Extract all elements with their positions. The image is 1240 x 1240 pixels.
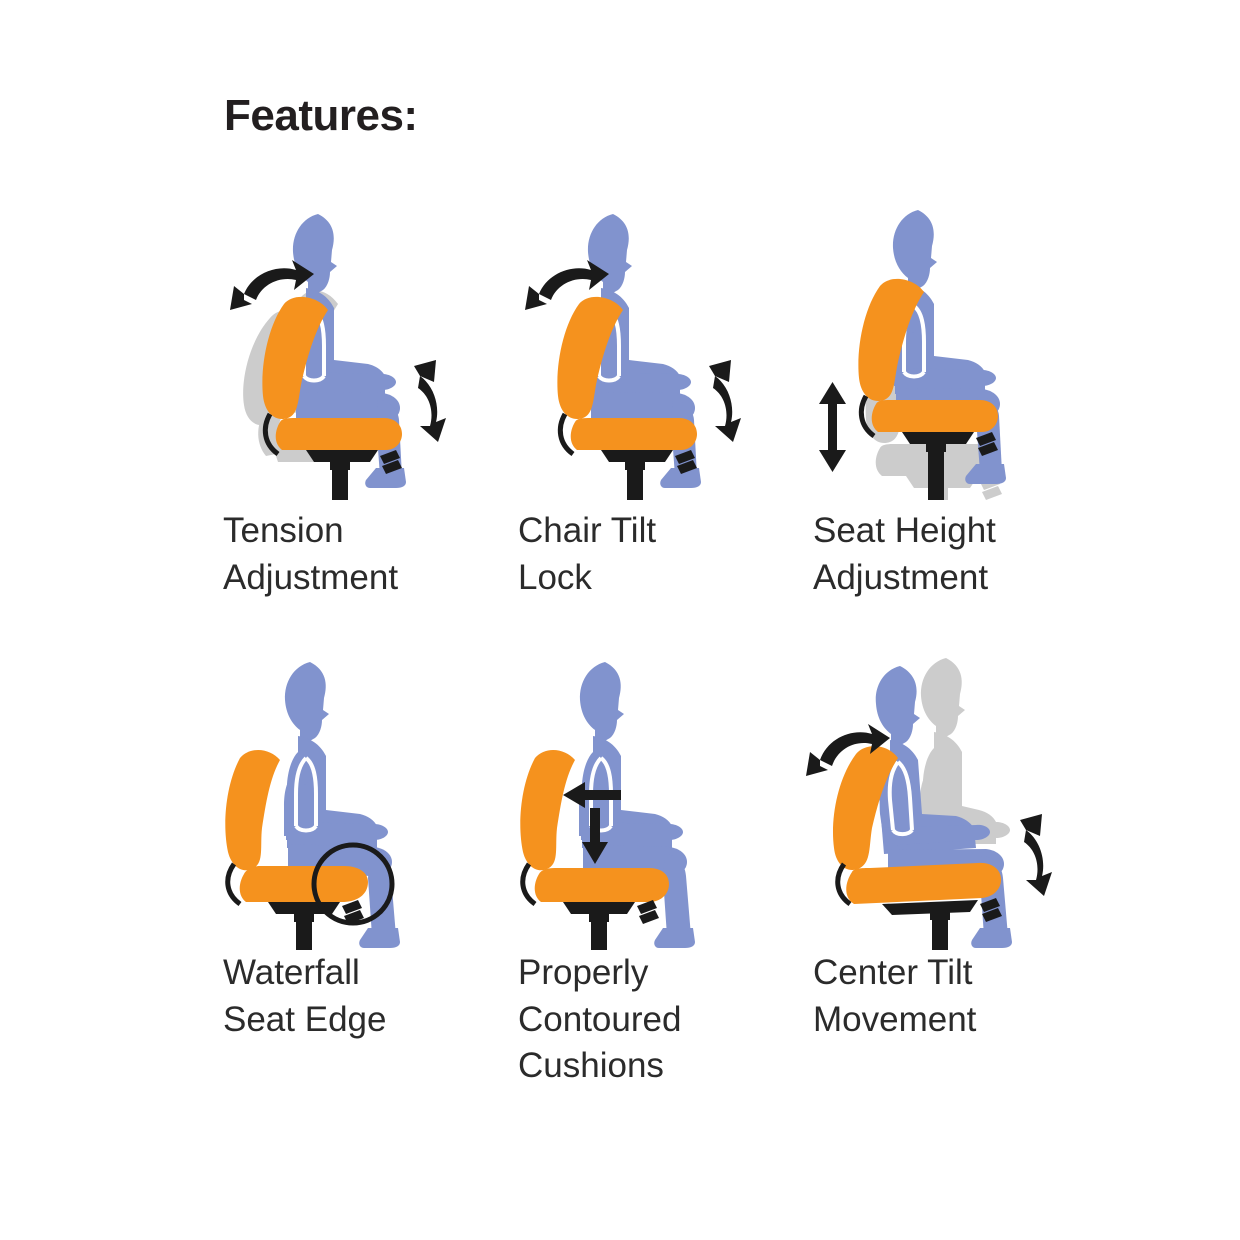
backrest-support	[835, 862, 852, 907]
chair-backrest	[520, 749, 575, 871]
feature-item-seat-height-adjustment: Seat Height Adjustment	[800, 200, 1095, 650]
chair-center-tilt-icon	[800, 650, 1080, 950]
chair-backrest	[858, 278, 924, 402]
chair-tilt-lock-icon	[505, 200, 785, 500]
chair-column	[882, 898, 1002, 950]
feature-label: Seat Height Adjustment	[813, 511, 996, 597]
curved-double-arrow-backrest-icon	[525, 260, 609, 310]
chair-seat	[871, 400, 998, 432]
chair-seat	[846, 862, 1002, 904]
chair-seat	[534, 868, 669, 902]
feature-item-waterfall-seat-edge: Waterfall Seat Edge	[210, 650, 505, 1100]
curved-double-arrow-knee-icon	[1020, 814, 1052, 896]
feature-label: Properly Contoured Cushions	[518, 953, 682, 1086]
curved-double-arrow-backrest-icon	[806, 724, 890, 776]
backrest-support	[262, 412, 280, 457]
backrest-support	[557, 412, 575, 457]
curved-double-arrow-backrest-icon	[230, 260, 314, 310]
feature-label: Center Tilt Movement	[813, 953, 977, 1039]
curved-double-arrow-knee-icon	[414, 360, 446, 442]
chair-column	[306, 450, 402, 500]
person-silhouette	[579, 662, 695, 948]
torso-outline	[294, 756, 318, 833]
chair-backrest	[832, 746, 898, 870]
torso-outline	[887, 760, 914, 837]
chair-contoured-cushions-icon	[505, 650, 785, 950]
chair-backrest	[262, 296, 328, 420]
left-arrow-lumbar-icon	[563, 782, 621, 808]
chair-seat-height-icon	[800, 200, 1080, 500]
feature-grid: Tension Adjustment	[210, 200, 1110, 1100]
chair-seat	[275, 418, 402, 450]
feature-label: Waterfall Seat Edge	[223, 953, 387, 1039]
chair-backrest	[557, 296, 623, 420]
down-arrow-seat-icon	[582, 808, 608, 864]
backrest-support	[858, 394, 876, 439]
chair-waterfall-edge-icon	[210, 650, 490, 950]
chair-seat-waterfall	[239, 866, 368, 902]
chair-column	[902, 432, 998, 500]
feature-item-tension-adjustment: Tension Adjustment	[210, 200, 505, 650]
page-title: Features:	[224, 91, 418, 140]
circle-highlight-seat-front-edge-icon	[311, 842, 395, 926]
chair-backrest	[225, 749, 280, 871]
vertical-double-arrow-icon	[819, 382, 846, 472]
chair-column	[563, 900, 659, 950]
feature-item-properly-contoured-cushions: Properly Contoured Cushions	[505, 650, 800, 1100]
curved-double-arrow-knee-icon	[709, 360, 741, 442]
chair-seat	[570, 418, 697, 450]
backrest-support	[520, 862, 537, 907]
feature-item-center-tilt-movement: Center Tilt Movement	[800, 650, 1095, 1100]
feature-label: Tension Adjustment	[223, 511, 399, 597]
chair-tension-adjustment-icon	[210, 200, 490, 500]
feature-label: Chair Tilt Lock	[518, 511, 657, 597]
feature-item-chair-tilt-lock: Chair Tilt Lock	[505, 200, 800, 650]
backrest-support	[225, 862, 242, 907]
chair-column	[601, 450, 697, 500]
